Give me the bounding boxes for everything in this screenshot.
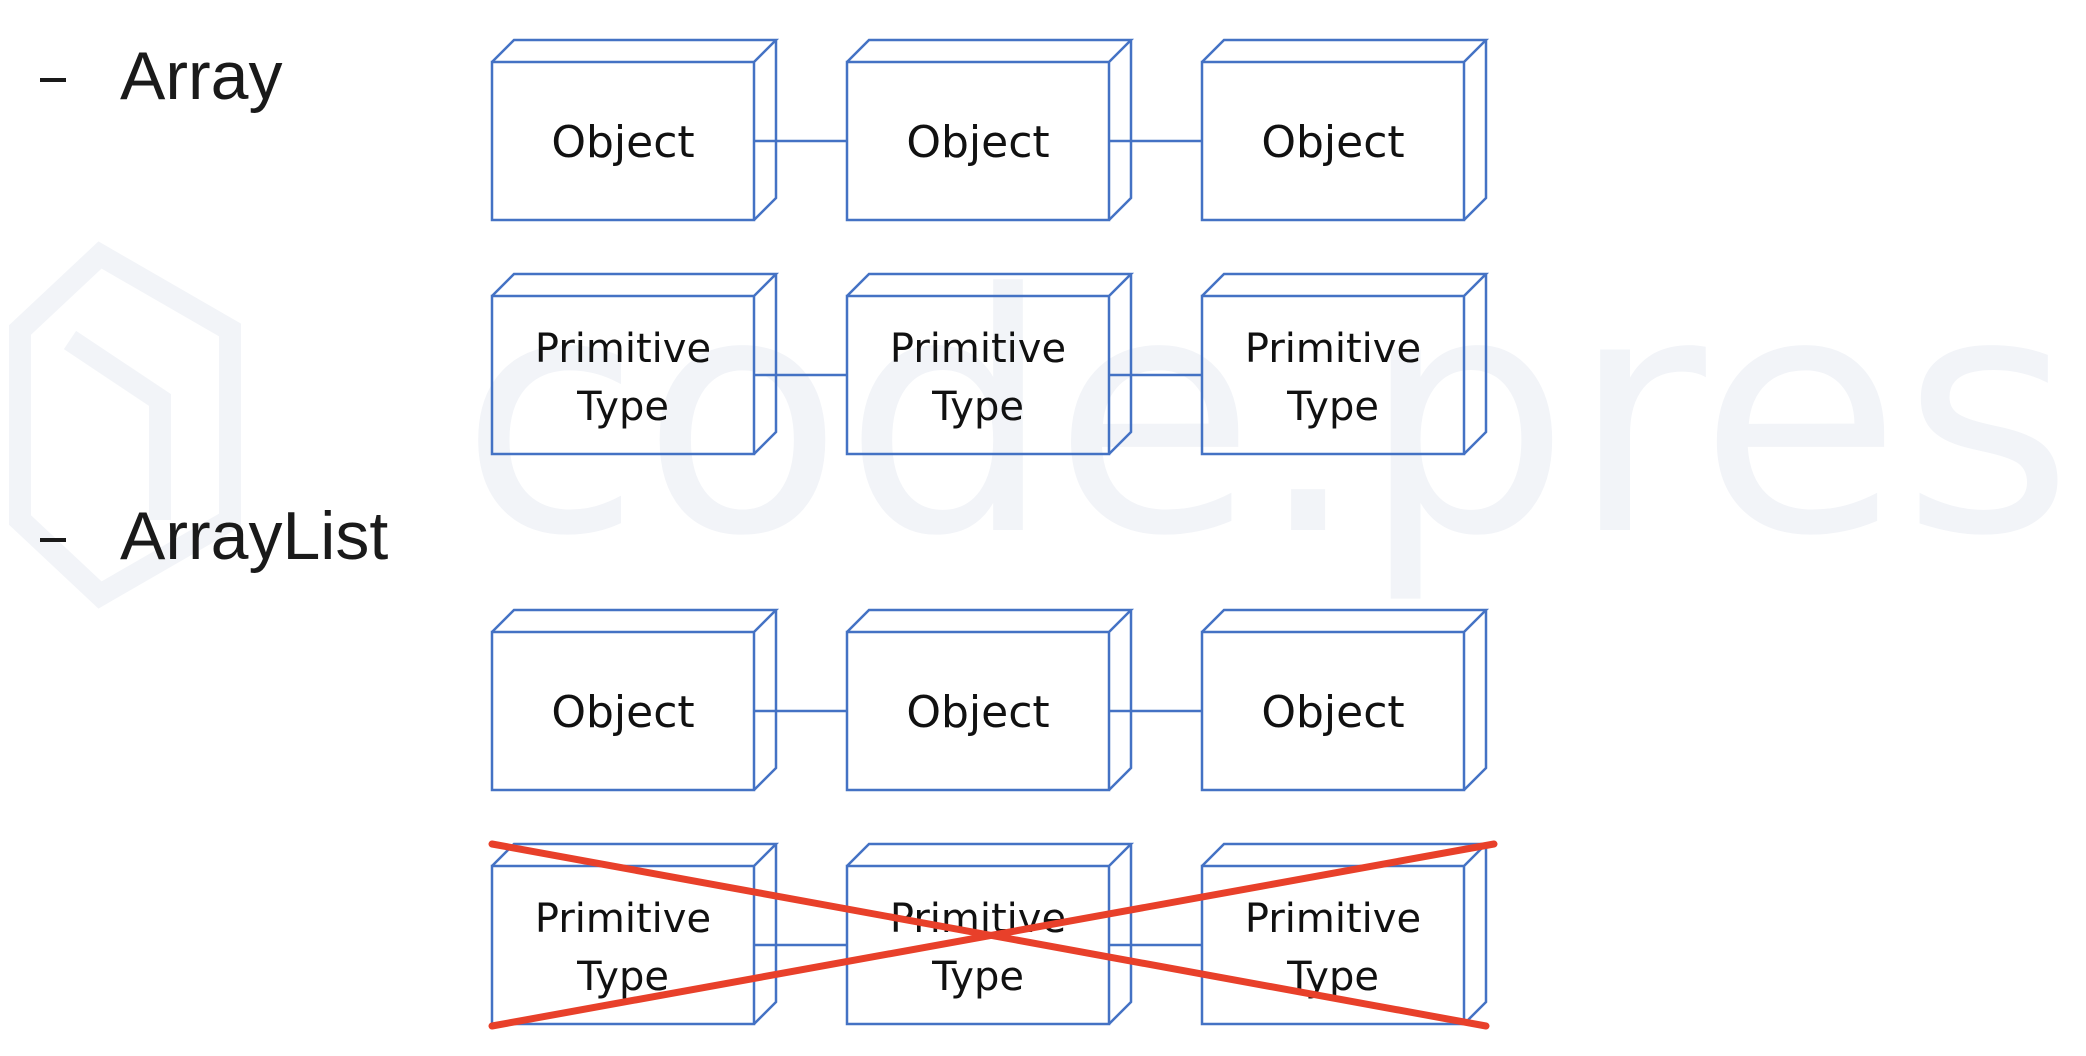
box-label: Object	[906, 687, 1049, 738]
object-row: Object Object Object	[490, 38, 1490, 222]
object-box: Object	[490, 38, 780, 222]
box-label-line: Primitive	[1245, 896, 1421, 942]
object-box: Object	[490, 608, 780, 792]
box-label-line: Primitive	[535, 326, 711, 372]
box-outline	[1200, 272, 1490, 456]
box-outline	[490, 272, 780, 456]
box-outline	[845, 38, 1135, 222]
object-box: Object	[1200, 38, 1490, 222]
box-label-line: Primitive	[890, 326, 1066, 372]
box-label-line: Type	[931, 954, 1024, 1000]
arraylist-heading: ArrayList	[120, 498, 389, 574]
watermark-logo-icon	[9, 241, 241, 609]
box-label-line: Type	[576, 954, 669, 1000]
box-label: Object	[1261, 687, 1404, 738]
box-outline	[1200, 38, 1490, 222]
box-label-line: Type	[931, 384, 1024, 430]
box-label-line: Type	[576, 384, 669, 430]
box-label-line: Type	[1286, 384, 1379, 430]
dash-icon	[40, 78, 66, 82]
box-outline	[845, 272, 1135, 456]
arraylist-bullet: ArrayList	[40, 502, 388, 570]
box-label: Object	[551, 687, 694, 738]
box-outline	[490, 608, 780, 792]
box-outline	[490, 38, 780, 222]
box-label-line: Primitive	[535, 896, 711, 942]
box-label: Object	[1261, 117, 1404, 168]
object-box: Object	[845, 38, 1135, 222]
object-row: Object Object Object	[490, 608, 1490, 792]
array-heading: Array	[120, 38, 283, 114]
box-label: Object	[906, 117, 1049, 168]
box-label-line: Primitive	[1245, 326, 1421, 372]
array-bullet: Array	[40, 42, 282, 110]
box-label: Object	[551, 117, 694, 168]
box-outline	[845, 608, 1135, 792]
watermark-text: code.pres	[460, 224, 2074, 608]
dash-icon	[40, 538, 66, 542]
object-box: Object	[1200, 608, 1490, 792]
box-outline	[1200, 608, 1490, 792]
object-box: Object	[845, 608, 1135, 792]
box-outline	[845, 842, 1135, 1026]
not-allowed-cross-icon	[488, 840, 1498, 1030]
cross-line	[488, 840, 1498, 1030]
